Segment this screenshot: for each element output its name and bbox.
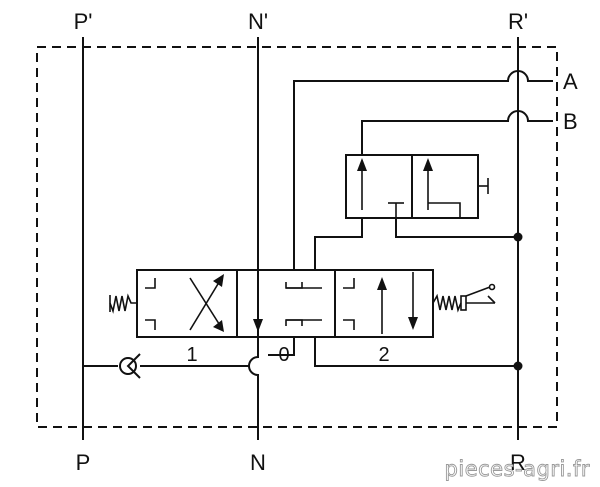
position-label-1: 1 [186, 344, 197, 366]
position-label-2: 2 [378, 344, 389, 366]
port-label-n-top: N' [248, 9, 268, 34]
check-valve [119, 353, 141, 379]
port-label-b: B [563, 109, 578, 134]
port-a-line [293, 70, 553, 270]
port-label-a: A [563, 69, 578, 94]
port-label-n-bottom: N [250, 450, 266, 475]
auxiliary-valve [345, 154, 489, 219]
junction-dot-lower [513, 361, 523, 371]
hand-lever [432, 283, 496, 313]
port-label-r-bottom: R [510, 450, 526, 475]
pilot-return-line [395, 218, 518, 238]
pilot-link-line [314, 218, 363, 270]
valve-return-line [314, 337, 518, 367]
return-spring [109, 293, 137, 314]
port-label-r-top: R' [508, 9, 528, 34]
valve-block-boundary [36, 46, 558, 428]
valve-supply-line [268, 337, 295, 356]
port-b-line [361, 110, 553, 155]
watermark: pieces-agri.fr [445, 457, 590, 481]
neutral-line [248, 37, 259, 440]
directional-valve [136, 269, 434, 338]
port-label-p-bottom: P [76, 450, 91, 475]
junction-dot-upper [513, 232, 523, 242]
port-label-p-top: P' [74, 9, 93, 34]
